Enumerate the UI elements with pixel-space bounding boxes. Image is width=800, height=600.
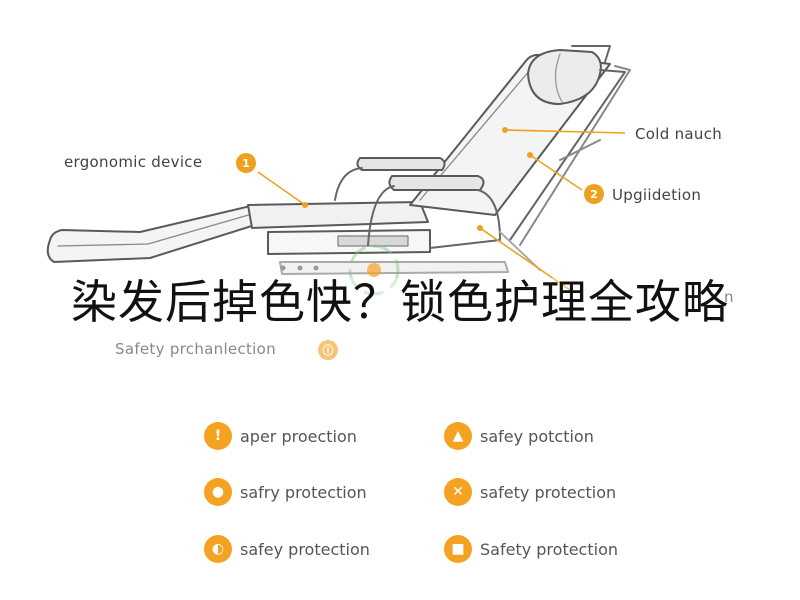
info-icon: ! — [204, 422, 232, 450]
leader-line-right-low — [479, 227, 571, 291]
feature-label: aper proection — [240, 426, 357, 446]
toggle-icon: ◐ — [204, 535, 232, 563]
leader-line-right-top — [504, 129, 626, 134]
feature-label: Safety protection — [480, 539, 618, 559]
callout-ergonomic-device: ergonomic device — [64, 153, 203, 171]
leader-line-left — [257, 171, 306, 206]
feature-label: safety protection — [480, 482, 617, 502]
callout-badge-2: 2 — [584, 184, 604, 204]
feature-item: ! aper proection — [204, 422, 357, 450]
callout-upgiidetion: Upgiidetion — [612, 186, 702, 204]
feature-label: safry protection — [240, 482, 367, 502]
feature-item: ▲ safey potction — [444, 422, 594, 450]
armrest-rear — [356, 157, 446, 171]
tools-icon: ✕ — [444, 478, 472, 506]
feature-item: ■ Safety protection — [444, 535, 618, 563]
armrest-front — [388, 175, 485, 191]
headline-backdrop — [40, 278, 760, 334]
feature-item: ✕ safety protection — [444, 478, 616, 506]
callout-partial-right: n — [724, 288, 734, 306]
feature-item: ◐ safey protection — [204, 535, 370, 563]
person-icon: ● — [204, 478, 232, 506]
seat-cushion — [247, 201, 429, 229]
feature-label: safey protection — [240, 539, 370, 559]
car-icon: ■ — [444, 535, 472, 563]
headrest — [527, 49, 602, 105]
feature-item: ● safry protection — [204, 478, 367, 506]
feature-label: safey potction — [480, 426, 594, 446]
page-title: 染发后掉色快？锁色护理全攻略 — [71, 275, 729, 329]
info-icon: ⓘ — [318, 340, 338, 360]
leg-rest — [46, 204, 256, 263]
watermark-logo — [348, 244, 400, 296]
seat-icon: ▲ — [444, 422, 472, 450]
callout-badge-1: 1 — [236, 153, 256, 173]
leader-line-right-mid — [529, 154, 583, 191]
callout-cold-nauch: Cold nauch — [635, 125, 723, 143]
callout-safety-prchanlection: Safety prchanlection — [115, 340, 276, 358]
